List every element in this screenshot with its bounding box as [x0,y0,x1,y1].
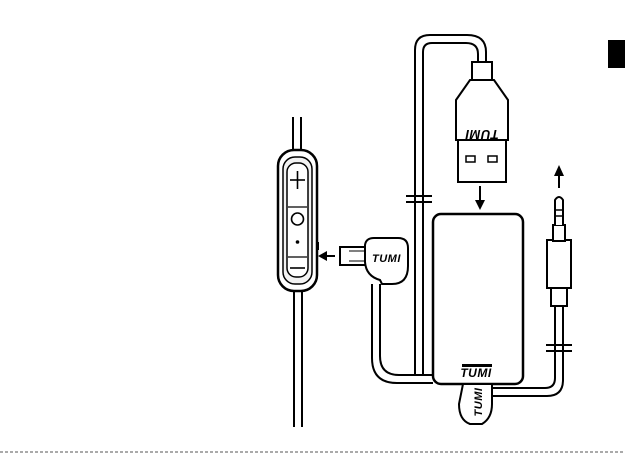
jack-up-arrow [554,165,564,188]
audio-jack-plug [547,197,571,306]
micro-usb-logo: TUMI [372,253,401,265]
bottom-connector: TUMI [459,384,492,424]
charging-cable [372,196,433,383]
bottom-connector-logo: TUMI [473,387,485,416]
battery-pack: TUMI [433,214,523,384]
micro-usb-left-arrow [318,251,335,261]
inline-remote [278,150,319,291]
battery-pack-logo: TUMI [460,366,491,380]
micro-usb-plug: TUMI [340,238,408,284]
remote-mic-hole [296,240,300,244]
page-tab-marker [608,40,625,68]
usb-down-arrow [475,186,485,210]
usb-a-plug: TUMI [456,62,508,182]
remote-center-button [292,213,304,225]
